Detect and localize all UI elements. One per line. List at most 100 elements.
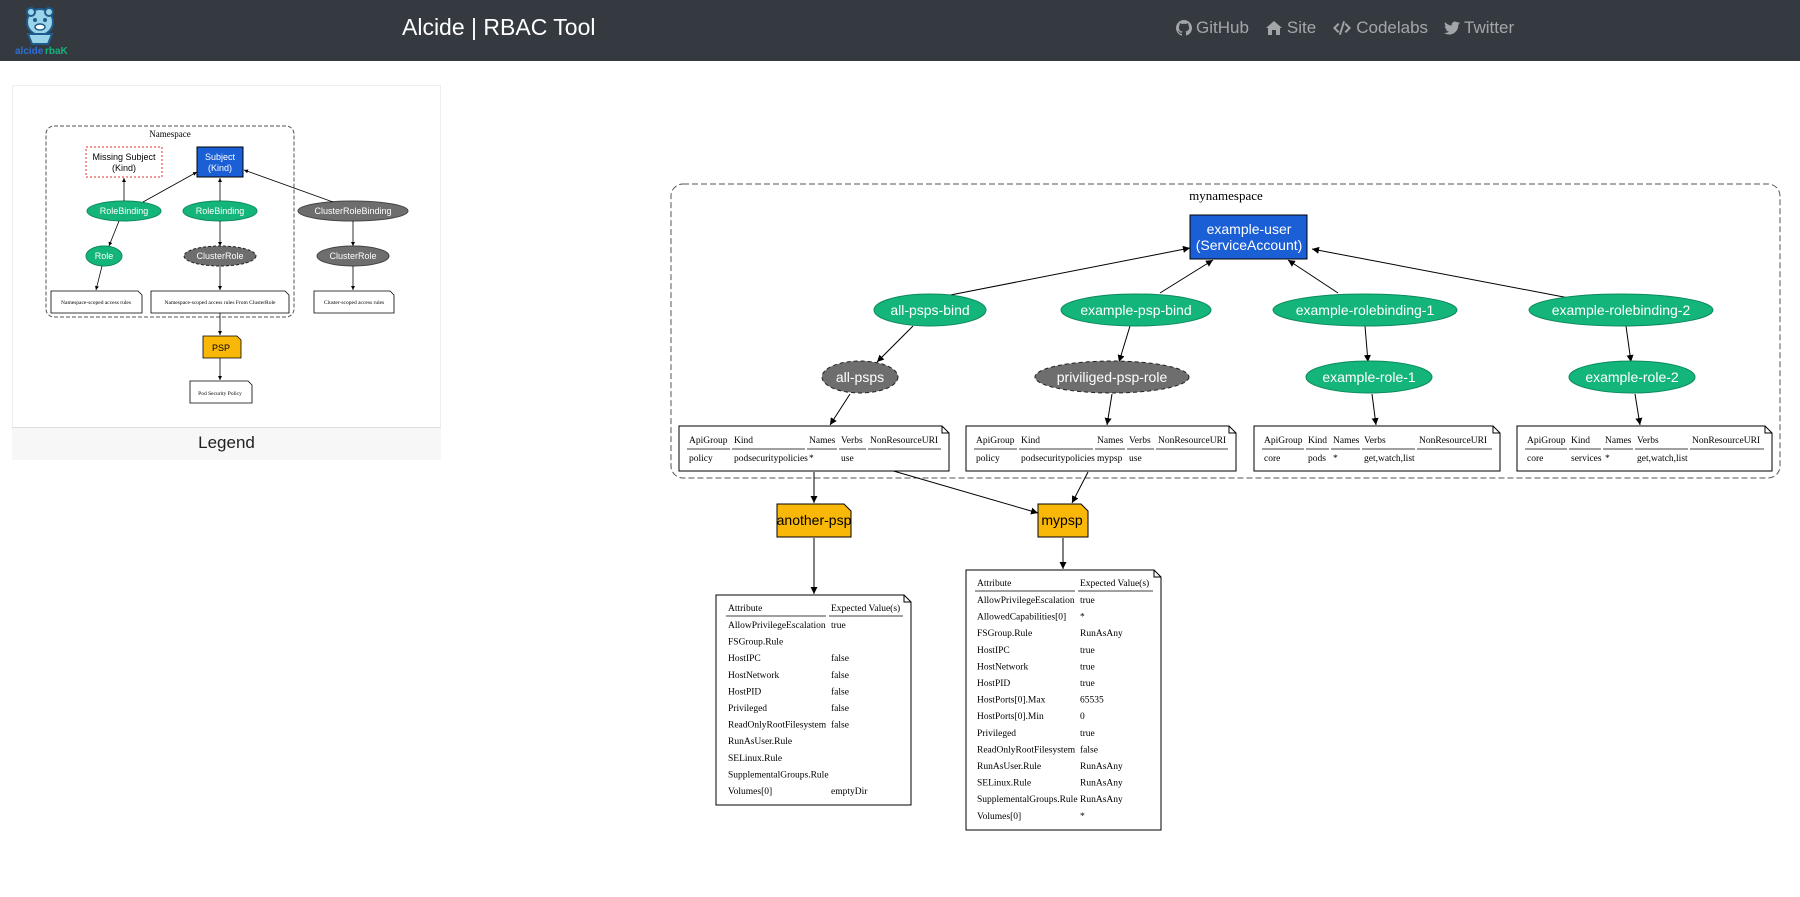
- binding-node-all-psps-bind[interactable]: [873, 293, 987, 327]
- psp-attribute-value: false: [831, 670, 849, 681]
- namespace-label: mynamespace: [1189, 188, 1263, 203]
- psp-attribute-value: *: [1080, 613, 1085, 623]
- rule-table-cell: services: [1571, 454, 1602, 464]
- psp-attribute-name: HostNetwork: [977, 662, 1028, 672]
- nav-link-site[interactable]: Site: [1265, 18, 1316, 38]
- legend-subject-line1: Subject: [205, 152, 236, 162]
- legend-namespace-cluster: [45, 125, 295, 318]
- binding-node-example-psp-bind[interactable]: [1060, 293, 1212, 327]
- psp-attribute-name: ReadOnlyRootFilesystem: [977, 745, 1076, 755]
- psp-attribute-name: HostPID: [728, 687, 761, 697]
- binding-label: example-rolebinding-1: [1296, 302, 1435, 318]
- psp-attribute-value: emptyDir: [831, 787, 868, 797]
- psp-attribute-name: HostPID: [977, 679, 1010, 689]
- nav-link-twitter[interactable]: Twitter: [1444, 18, 1514, 38]
- rule-table-cell: pods: [1308, 454, 1326, 464]
- binding-node-example-rolebinding-1[interactable]: [1272, 293, 1458, 327]
- subject-node[interactable]: [1189, 214, 1308, 260]
- app-title: Alcide | RBAC Tool: [402, 14, 596, 40]
- legend-note-ns-from-cr-label: Namespace-scoped access rules From Clust…: [165, 300, 276, 306]
- psp-attribute-name: HostIPC: [728, 654, 761, 664]
- rule-table-header: ApiGroup: [1527, 436, 1566, 446]
- code-icon: [1333, 21, 1352, 35]
- psp-attribute-name: SELinux.Rule: [977, 779, 1031, 789]
- psp-table-note: [965, 569, 1162, 831]
- rule-table-cell: podsecuritypolicies: [1021, 454, 1095, 464]
- rule-table-cell: podsecuritypolicies: [734, 454, 808, 464]
- legend-note-psp: [189, 380, 253, 404]
- rule-table-header: Verbs: [1637, 436, 1659, 446]
- rule-table-header: NonResourceURI: [1419, 436, 1487, 446]
- psp-attribute-name: AllowPrivilegeEscalation: [977, 596, 1075, 606]
- rule-table-header: ApiGroup: [689, 436, 728, 446]
- psp-table-header: Expected Value(s): [1080, 578, 1149, 589]
- navbar: alcide rbaK Alcide | RBAC Tool GitHub Si…: [0, 0, 1800, 61]
- psp-attribute-value: false: [831, 703, 849, 714]
- psp-attribute-value: true: [831, 621, 846, 631]
- nav-link-label: Site: [1286, 18, 1317, 37]
- rule-table-cell: *: [809, 454, 814, 464]
- rule-table-header: Kind: [734, 436, 753, 446]
- legend-note-cluster-rules: [313, 290, 395, 314]
- role-node-example-role-1[interactable]: [1305, 360, 1433, 394]
- logo-text: alcide: [15, 46, 44, 56]
- nav-link-codelabs[interactable]: Codelabs: [1332, 18, 1428, 38]
- legend-psp-node: [202, 335, 242, 359]
- rule-table-header: Kind: [1021, 436, 1040, 446]
- subject-label-line2: (ServiceAccount): [1196, 237, 1303, 253]
- legend-note-ns-rules: [50, 290, 143, 314]
- psp-attribute-name: FSGroup.Rule: [977, 629, 1032, 639]
- nav-link-github[interactable]: GitHub: [1176, 18, 1249, 38]
- legend-edges: [95, 169, 355, 380]
- psp-attribute-value: true: [1080, 646, 1095, 656]
- psp-attribute-name: ReadOnlyRootFilesystem: [728, 721, 827, 731]
- rule-table-note: [1253, 425, 1501, 472]
- rule-table-cell: core: [1264, 454, 1280, 464]
- psp-attribute-name: AllowedCapabilities[0]: [977, 613, 1066, 623]
- psp-attribute-name: Privileged: [728, 704, 767, 714]
- legend-role-label: Role: [95, 251, 114, 261]
- binding-label: all-psps-bind: [890, 302, 969, 318]
- psp-table-note: [715, 594, 912, 806]
- role-label: priviliged-psp-role: [1057, 369, 1168, 385]
- psp-attribute-name: FSGroup.Rule: [728, 638, 783, 648]
- role-node-example-role-2[interactable]: [1568, 360, 1696, 394]
- legend-subject-node: [196, 146, 244, 178]
- role-label: example-role-1: [1322, 369, 1416, 385]
- role-node-priviliged-psp-role[interactable]: [1034, 360, 1190, 394]
- legend-note-ns-rules-label: Namespace-scoped access rules: [61, 300, 131, 306]
- rule-table-note: [1516, 425, 1773, 472]
- legend-missing-subject-line1: Missing Subject: [92, 152, 156, 162]
- rule-table-cell: *: [1333, 454, 1338, 464]
- role-label: example-role-2: [1585, 369, 1679, 385]
- rule-table-header: Names: [1605, 436, 1632, 446]
- rule-table-header: Names: [1097, 436, 1124, 446]
- legend-diagram: Namespace Missing Subject (Kind) Subject…: [45, 125, 409, 404]
- alcide-logo[interactable]: alcide rbaK: [12, 4, 68, 56]
- psp-label: mypsp: [1041, 512, 1082, 528]
- psp-attribute-value: false: [831, 720, 849, 731]
- nav-link-label: Codelabs: [1356, 18, 1429, 37]
- nav-links: GitHub Site Codelabs Twitter: [1176, 18, 1514, 38]
- psp-attribute-name: Volumes[0]: [728, 787, 772, 797]
- subject-label-line1: example-user: [1207, 221, 1292, 237]
- role-node-all-psps[interactable]: [821, 360, 899, 394]
- psp-attribute-value: false: [831, 686, 849, 697]
- rule-table-header: NonResourceURI: [870, 436, 938, 446]
- psp-node-another-psp[interactable]: [776, 503, 852, 538]
- rule-table-header: ApiGroup: [976, 436, 1015, 446]
- psp-attribute-value: true: [1080, 729, 1095, 739]
- legend-clusterrole-label-1: ClusterRole: [196, 251, 243, 261]
- legend-psp-label: PSP: [212, 343, 230, 353]
- legend-rolebinding-label-2: RoleBinding: [196, 206, 245, 216]
- legend-subject-line2: (Kind): [208, 163, 232, 173]
- graph-edges: [810, 245, 1643, 594]
- psp-node-mypsp[interactable]: [1037, 503, 1089, 538]
- psp-attribute-name: HostPorts[0].Min: [977, 712, 1044, 722]
- legend-card: Namespace Missing Subject (Kind) Subject…: [12, 85, 441, 460]
- binding-node-example-rolebinding-2[interactable]: [1528, 293, 1714, 327]
